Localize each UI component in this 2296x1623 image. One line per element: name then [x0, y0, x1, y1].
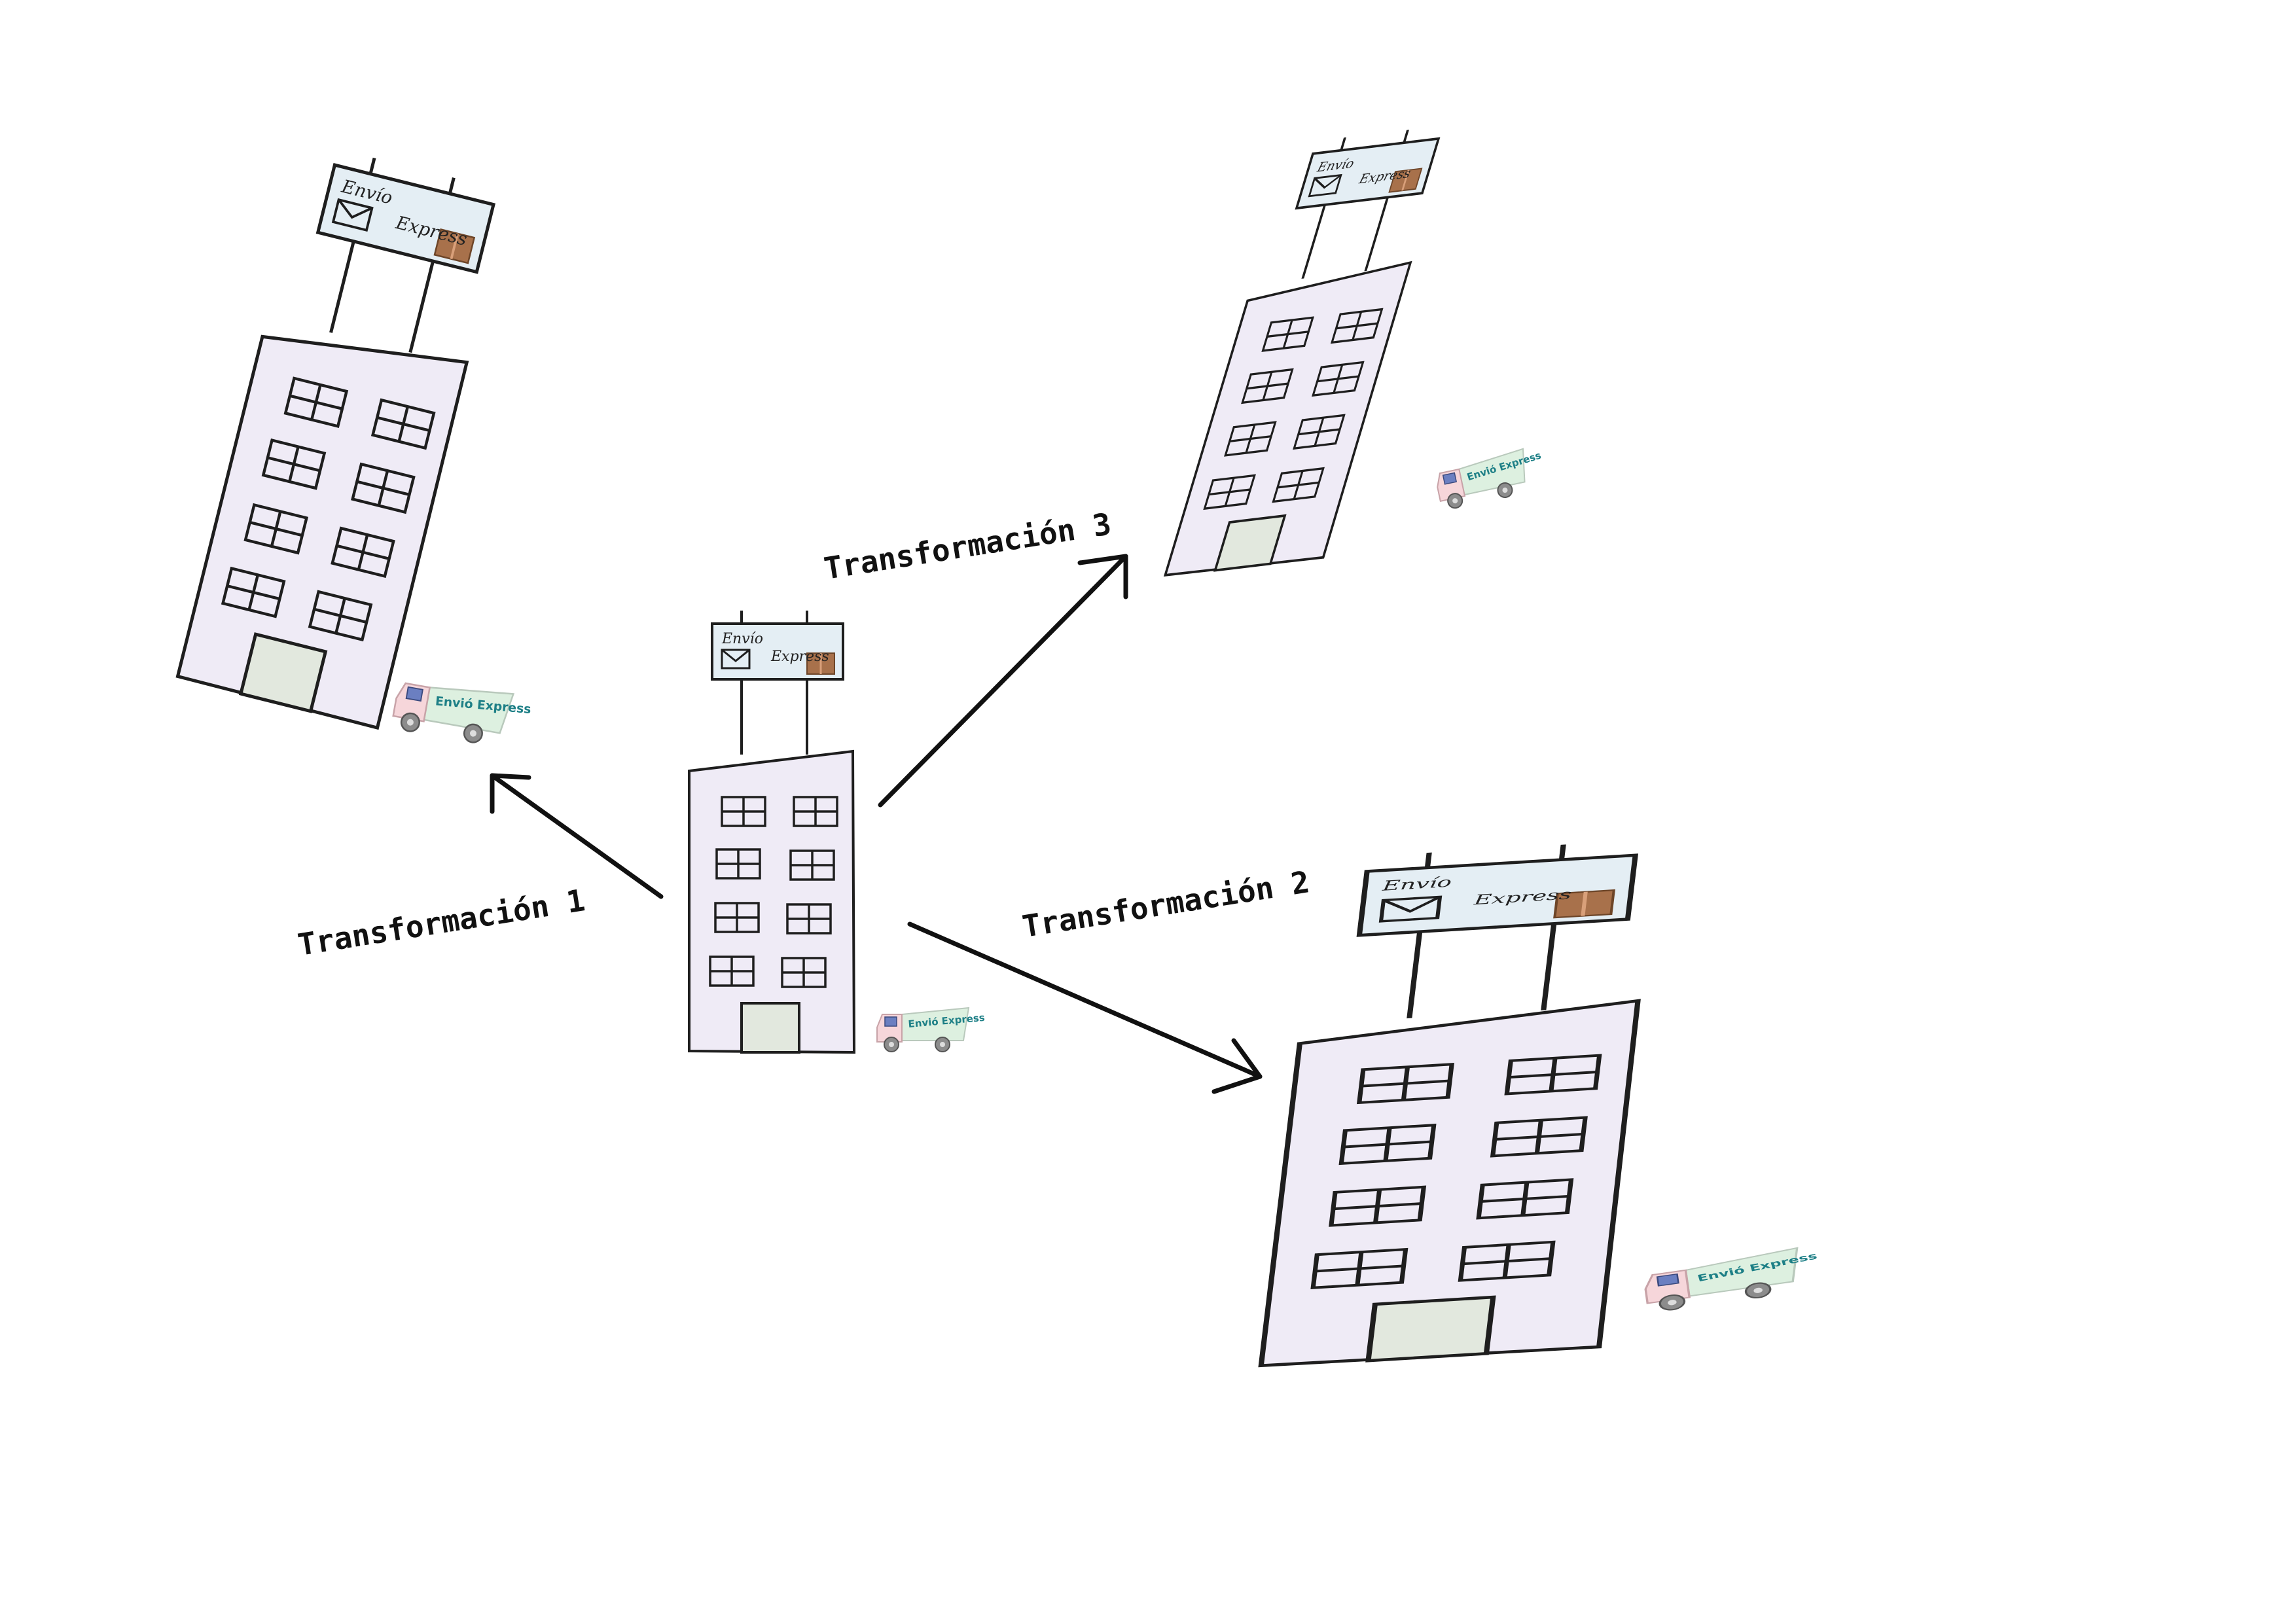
arrow-transformation-3 — [878, 554, 1128, 808]
label-transformation-3: Transformación 3 — [821, 506, 1113, 586]
label-transformation-2: Transformación 2 — [1020, 864, 1312, 944]
sign-word-express: Express — [770, 649, 829, 665]
truck-transformation-1: Envió Express — [390, 673, 531, 749]
arrow-transformation-2 — [907, 921, 1263, 1094]
truck-transformation-3: Envió Express — [1433, 448, 1543, 512]
sign-word-envio: Envío — [721, 631, 763, 647]
arrow-transformation-1 — [490, 773, 664, 899]
truck-original: Envió Express — [876, 1007, 985, 1052]
truck-transformation-2: Envió Express — [1641, 1247, 1818, 1315]
building-original: Envío Express — [688, 609, 855, 1054]
building-transformation-2: Envío Express — [1261, 839, 1660, 1367]
building-transformation-1: Envío Express — [177, 142, 511, 728]
building-transformation-3: Envío Express — [1165, 124, 1453, 577]
label-transformation-1: Transformación 1 — [295, 882, 587, 963]
